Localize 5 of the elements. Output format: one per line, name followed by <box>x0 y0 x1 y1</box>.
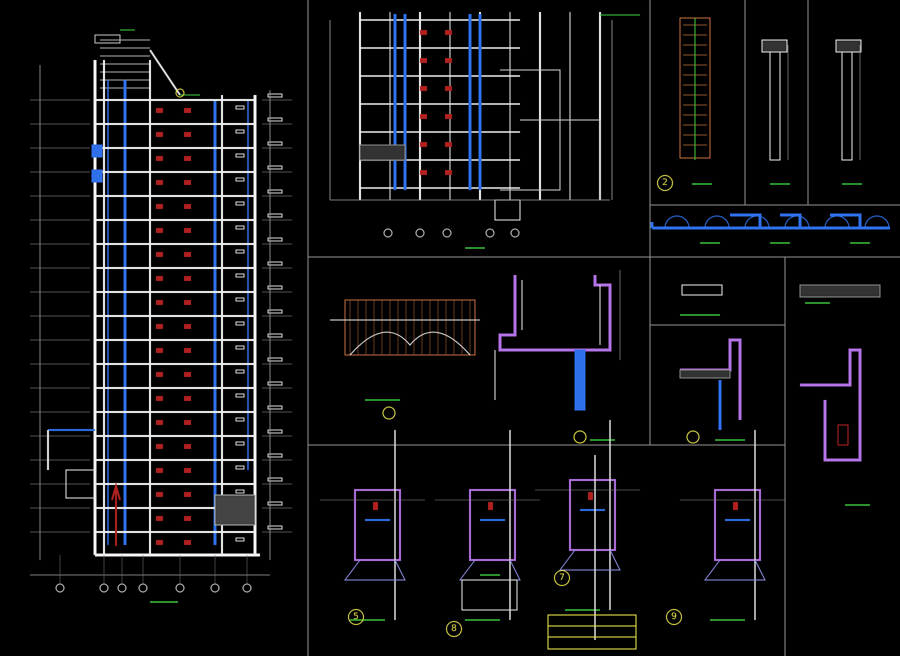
callout-number: 7 <box>554 570 570 586</box>
callout-number: 5 <box>348 609 364 625</box>
callout-number: 2 <box>657 175 673 191</box>
callout-number: 9 <box>666 609 682 625</box>
callout-number: 8 <box>446 621 462 637</box>
